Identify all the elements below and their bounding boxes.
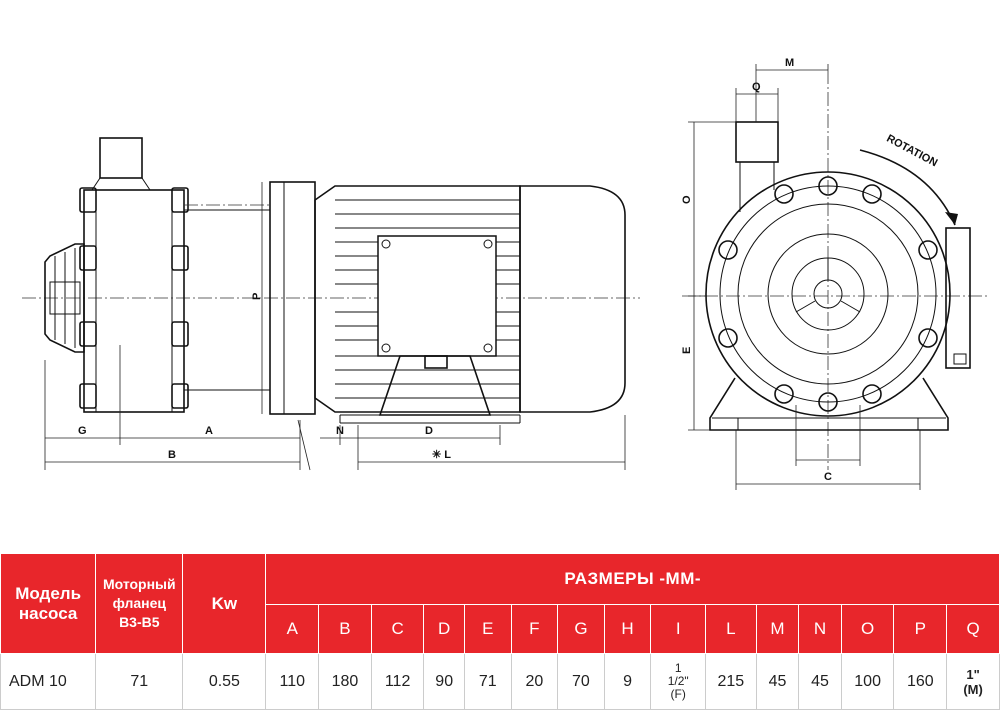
value-d: 90 [423,653,465,710]
dim-label-n: N [336,425,344,437]
dim-label-a: A [205,425,213,437]
dim-col-b: B [318,604,372,654]
dimensions-header: РАЗМЕРЫ -ММ- [265,553,1000,605]
side-view: G A B N D ✳ L P [22,137,640,471]
value-q: 1" (M) [946,653,1000,710]
flange-header-line2: фланец [112,595,167,611]
dim-col-p: P [893,604,948,654]
dim-col-d: D [423,604,465,654]
dim-label-d: D [425,425,433,437]
value-i-line3: (F) [670,687,686,701]
dimensions-table: Модель насоса Моторный фланец B3-B5 Kw Р… [0,553,1000,710]
kw-cell: 0.55 [182,653,267,710]
kw-header: Kw [182,553,267,654]
rotation-label: ROTATION [884,133,939,170]
value-b: 180 [318,653,372,710]
dim-col-e: E [463,604,512,654]
dim-label-l: ✳ L [432,449,451,461]
dimension-letters-row: A B C D E F G H I L M N O P Q [1,604,1000,654]
dim-label-o: O [681,195,693,204]
value-h: 9 [603,653,652,710]
model-header-line2: насоса [18,603,78,623]
front-view: ROTATION M Q O E C [681,57,990,490]
dim-label-e: E [681,347,693,354]
value-l: 215 [705,653,757,710]
dim-col-c: C [370,604,425,654]
value-i-line1: 1 [674,661,682,675]
flange-header-line1: Моторный [102,576,176,592]
pump-dimension-drawing: G A B N D ✳ L P [22,57,990,490]
dim-label-p: P [251,293,263,300]
dim-label-b: B [168,449,176,461]
model-cell: ADM 10 [0,653,97,710]
dim-label-m: M [785,57,794,69]
value-q-line2: (M) [963,681,983,697]
dim-label-g: G [78,425,87,437]
value-n: 45 [798,653,842,710]
dim-col-n: N [798,604,842,654]
dim-col-i: I [650,604,707,654]
value-a: 110 [265,653,320,710]
dim-col-l: L [705,604,757,654]
casing-bolts [79,187,189,409]
value-f: 20 [510,653,559,710]
cooling-fins [335,199,520,399]
flange-cell: 71 [95,653,184,710]
dim-col-m: M [755,604,800,654]
value-m: 45 [755,653,800,710]
flange-bolt-holes [718,176,938,412]
flange-header: Моторный фланец B3-B5 [95,553,184,654]
value-g: 70 [557,653,605,710]
dim-label-c: C [824,471,832,483]
dim-col-a: A [265,604,320,654]
value-q-line1: 1" [966,666,980,682]
table-row: ADM 10 71 0.55 110 180 112 90 71 20 70 9… [0,653,1000,710]
value-p: 160 [893,653,948,710]
model-header-line1: Модель [15,583,82,603]
value-i-line2: 1/2" [667,674,689,688]
flange-header-line3: B3-B5 [119,614,160,630]
dim-col-f: F [510,604,559,654]
dim-col-q: Q [946,604,1000,654]
value-i: 1 1/2" (F) [650,653,707,710]
dim-col-g: G [557,604,605,654]
dim-col-h: H [603,604,652,654]
value-e: 71 [463,653,512,710]
value-c: 112 [370,653,425,710]
model-header: Модель насоса [0,553,97,654]
dim-col-o: O [840,604,895,654]
dim-label-q: Q [752,81,761,93]
value-o: 100 [840,653,895,710]
